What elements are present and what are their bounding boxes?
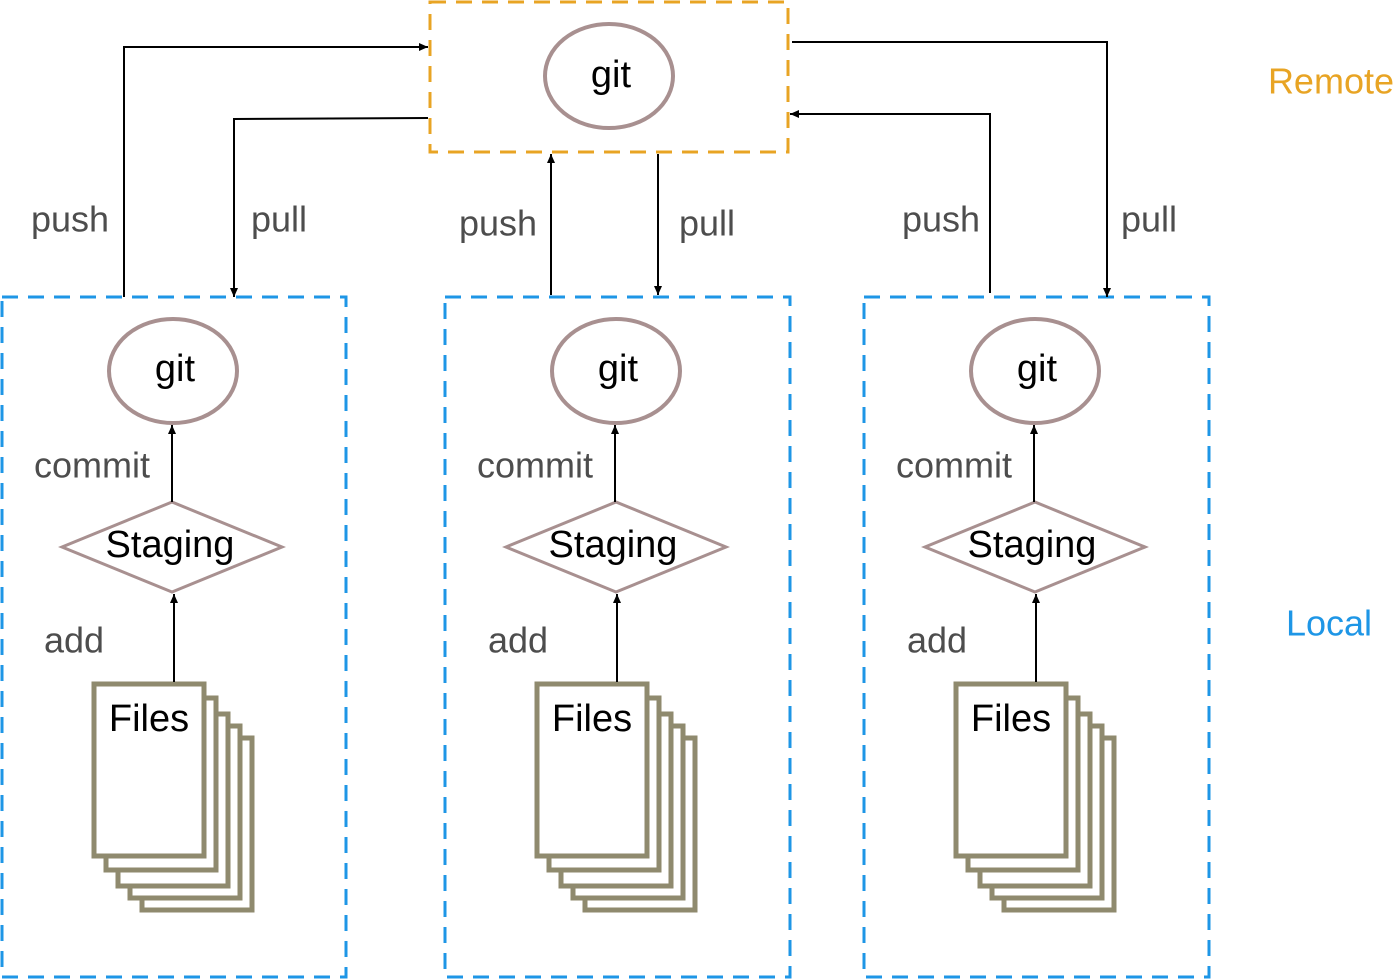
add-label: add bbox=[44, 620, 104, 661]
pull-arrow bbox=[230, 117, 429, 297]
local-region-box bbox=[862, 295, 1211, 979]
local-repo-2: Files Staging git add commit push pull bbox=[443, 154, 792, 979]
pull-label: pull bbox=[251, 199, 307, 240]
local-region-box bbox=[443, 295, 792, 979]
push-label: push bbox=[31, 199, 109, 240]
files-label: Files bbox=[552, 698, 632, 740]
commit-label: commit bbox=[896, 445, 1012, 486]
push-label: push bbox=[902, 199, 980, 240]
staging-node bbox=[921, 500, 1149, 594]
add-label: add bbox=[488, 620, 548, 661]
push-label: push bbox=[459, 203, 537, 244]
commit-label: commit bbox=[34, 445, 150, 486]
files-stack bbox=[534, 681, 698, 913]
local-region-box bbox=[0, 295, 348, 979]
local-git-node bbox=[107, 317, 239, 425]
pull-label: pull bbox=[679, 203, 735, 244]
pull-arrow bbox=[792, 41, 1111, 297]
files-stack bbox=[91, 681, 255, 913]
remote-git-label: git bbox=[591, 54, 632, 96]
local-repo-3: Files Staging git add commit push pull bbox=[790, 41, 1211, 979]
remote-git-node bbox=[543, 22, 675, 130]
local-git-node bbox=[969, 317, 1101, 425]
commit-label: commit bbox=[477, 445, 593, 486]
files-stack bbox=[953, 681, 1117, 913]
remote-region-box bbox=[428, 0, 790, 154]
staging-label: Staging bbox=[549, 524, 678, 566]
local-git-node bbox=[550, 317, 682, 425]
local-region-label: Local bbox=[1286, 603, 1372, 644]
pull-label: pull bbox=[1121, 199, 1177, 240]
push-arrow bbox=[123, 43, 428, 297]
files-label: Files bbox=[971, 698, 1051, 740]
staging-label: Staging bbox=[968, 524, 1097, 566]
local-git-label: git bbox=[598, 348, 639, 390]
files-label: Files bbox=[109, 698, 189, 740]
staging-node bbox=[58, 500, 286, 594]
staging-label: Staging bbox=[106, 524, 235, 566]
remote-region-label: Remote bbox=[1268, 61, 1394, 102]
push-arrow bbox=[790, 110, 991, 293]
local-repo-1: Files Staging git add commit push pull bbox=[0, 43, 429, 979]
local-git-label: git bbox=[1017, 348, 1058, 390]
local-git-label: git bbox=[155, 348, 196, 390]
add-label: add bbox=[907, 620, 967, 661]
staging-node bbox=[502, 500, 730, 594]
